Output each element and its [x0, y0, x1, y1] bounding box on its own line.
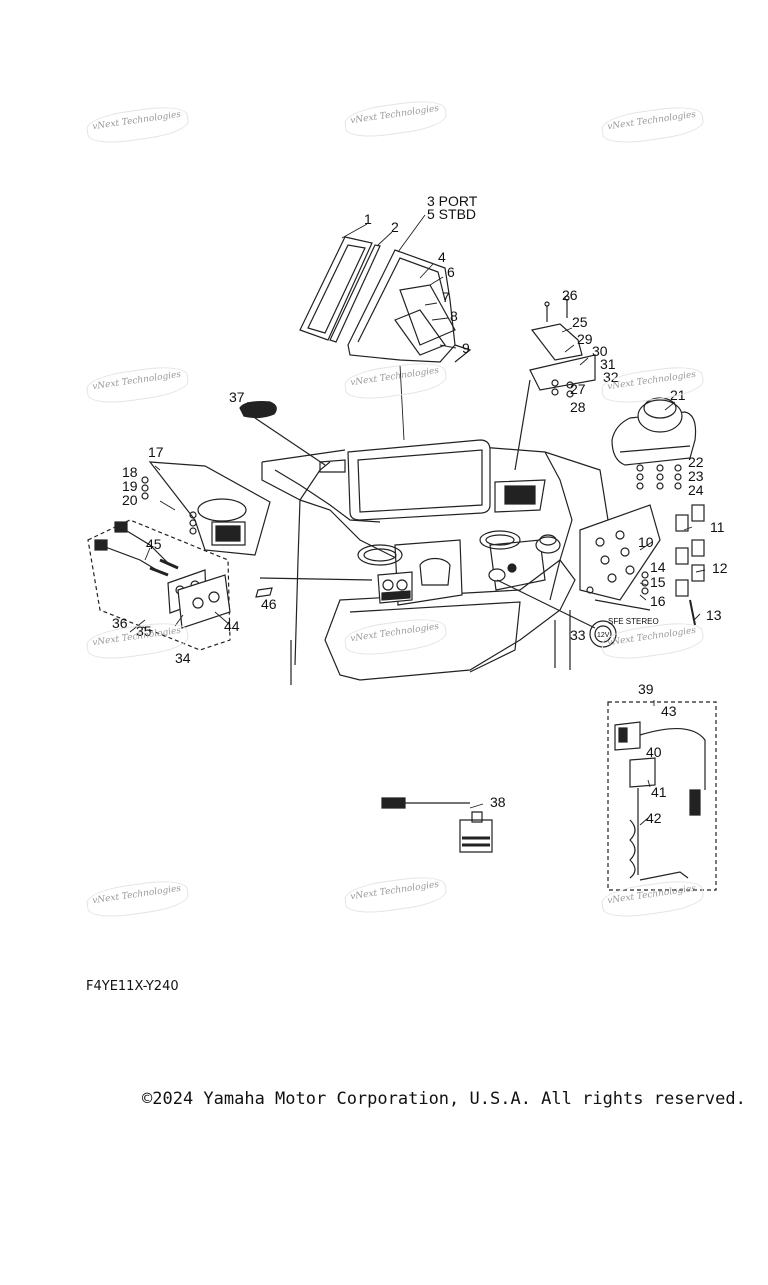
- callout-43: 43: [661, 703, 677, 719]
- callout-26: 26: [562, 287, 578, 303]
- callout-25: 25: [572, 314, 588, 330]
- callout-8: 8: [450, 308, 458, 324]
- panel-label-sfe-stereo: SFE STEREO: [608, 617, 659, 626]
- callout-20: 20: [122, 492, 138, 508]
- callout-44: 44: [224, 618, 240, 634]
- callout-29: 29: [577, 331, 593, 347]
- callout-17: 17: [148, 444, 164, 460]
- callout-14: 14: [650, 559, 666, 575]
- callout-42: 42: [646, 810, 662, 826]
- callout-37: 37: [229, 389, 245, 405]
- callout-28: 28: [570, 399, 586, 415]
- horn-switch: [381, 797, 493, 853]
- leader-lines: [129, 214, 706, 826]
- callout-7: 7: [442, 289, 450, 305]
- helm-console: [261, 446, 609, 685]
- callout-19: 19: [122, 478, 138, 494]
- socket-label-12v: 12V: [597, 632, 610, 639]
- usb-outlet-assembly: [87, 519, 373, 651]
- callout-23: 23: [688, 468, 704, 484]
- callout-34: 34: [175, 650, 191, 666]
- callout-13: 13: [706, 607, 722, 623]
- left-side-panel: [141, 461, 271, 556]
- callout-46: 46: [261, 596, 277, 612]
- diagram-code: F4YE11X-Y240: [86, 979, 179, 994]
- callout-18: 18: [122, 464, 138, 480]
- callout-27: 27: [570, 381, 586, 397]
- callout-22: 22: [688, 454, 704, 470]
- joystick: [611, 397, 697, 490]
- callout-11: 11: [710, 519, 725, 535]
- starter-and-socket: [488, 534, 617, 648]
- callout-15: 15: [650, 574, 666, 590]
- callout-3-port: 3 PORT: [427, 193, 478, 209]
- callout-38: 38: [490, 794, 506, 810]
- callout-1: 1: [364, 211, 372, 227]
- callout-10: 10: [638, 534, 654, 550]
- main-display: [319, 439, 491, 521]
- callout-39: 39: [638, 681, 654, 697]
- callout-9: 9: [462, 340, 470, 356]
- cup-holders: [357, 530, 521, 566]
- callout-2: 2: [391, 219, 399, 235]
- right-switch-panel: [579, 504, 705, 626]
- callout-30: 30: [592, 343, 608, 359]
- callout-33: 33: [570, 627, 586, 643]
- copyright-notice: ©2024 Yamaha Motor Corporation, U.S.A. A…: [142, 1089, 746, 1109]
- callout-31: 31: [600, 356, 616, 372]
- callout-40: 40: [646, 744, 662, 760]
- key-fob: [239, 401, 326, 466]
- callout-12: 12: [712, 560, 728, 576]
- callout-6: 6: [447, 264, 455, 280]
- callout-4: 4: [438, 249, 446, 265]
- callout-24: 24: [688, 482, 704, 498]
- callout-5-stbd: 5 STBD: [427, 206, 476, 222]
- callout-41: 41: [651, 784, 667, 800]
- callout-45: 45: [146, 536, 162, 552]
- display-exploded-assembly: [299, 236, 472, 363]
- switch-bracket: [494, 295, 596, 513]
- callout-16: 16: [650, 593, 666, 609]
